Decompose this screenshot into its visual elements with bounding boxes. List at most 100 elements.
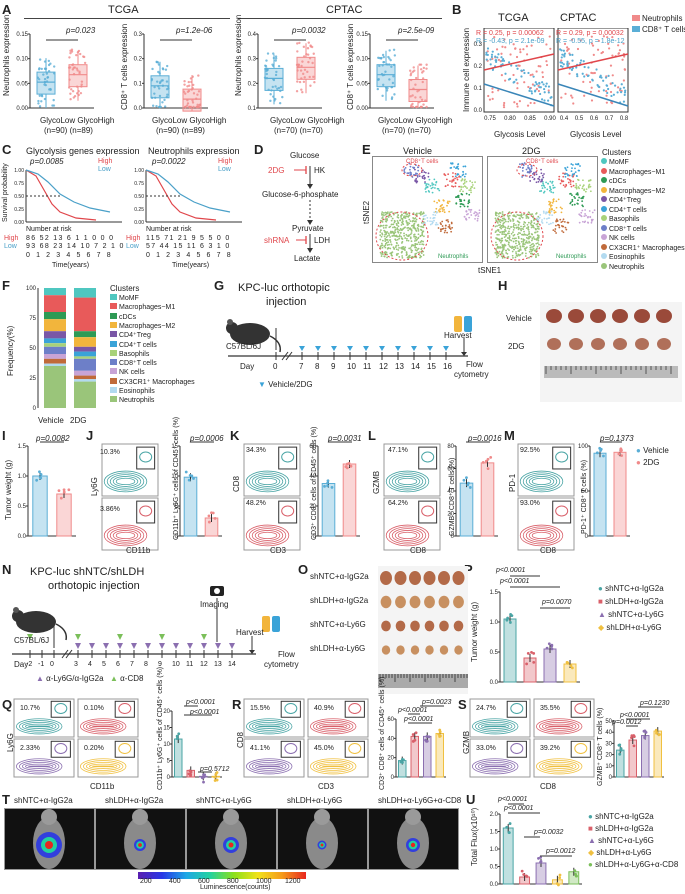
e-point-cluster bbox=[549, 201, 552, 204]
e-point-cluster bbox=[542, 182, 545, 185]
panel-label-n: N bbox=[2, 562, 12, 577]
e-point-cluster bbox=[464, 185, 467, 188]
e-point-neutrophil bbox=[497, 254, 500, 257]
e-point-neutrophil bbox=[414, 213, 417, 216]
e-point-cluster bbox=[558, 226, 561, 229]
b-point-cd8 bbox=[523, 71, 526, 75]
e-legend-item: CX3CR1⁺ Macrophages bbox=[601, 243, 685, 252]
h-tumor bbox=[612, 309, 628, 323]
e-point-cluster bbox=[439, 205, 442, 208]
e-point-neutrophil bbox=[502, 222, 505, 225]
a-point bbox=[301, 91, 304, 94]
f-segment bbox=[44, 295, 66, 312]
a-point bbox=[422, 103, 425, 106]
b-xtick-1-4: 0.8 bbox=[620, 116, 629, 120]
e-point-neutrophil bbox=[408, 218, 411, 221]
p-ytick-0: 0.0 bbox=[490, 680, 499, 686]
e-point-cluster bbox=[578, 221, 581, 224]
e-point-cluster bbox=[435, 180, 438, 183]
b-point-neu bbox=[611, 74, 614, 77]
e-point-cluster bbox=[441, 210, 444, 213]
b-point-neu bbox=[497, 89, 500, 92]
g-day: Day bbox=[240, 362, 255, 371]
e-point-cluster bbox=[562, 218, 565, 221]
k-flow-1-gate bbox=[278, 446, 298, 470]
e-point-neutrophil bbox=[534, 253, 537, 256]
e-point-neutrophil bbox=[520, 229, 523, 232]
e-2dg-title: 2DG bbox=[522, 146, 541, 156]
e-point-neutrophil bbox=[503, 236, 506, 239]
e-point-neutrophil bbox=[396, 219, 399, 222]
f-legend-swatch bbox=[110, 321, 117, 328]
e-point-cluster bbox=[427, 175, 430, 178]
b-point-neu bbox=[602, 35, 606, 38]
b-point-neu bbox=[601, 50, 604, 54]
e-point-neutrophil bbox=[419, 243, 421, 246]
e-point-neutrophil bbox=[401, 237, 403, 240]
e-point-neutrophil bbox=[409, 236, 412, 239]
m-ylabel: PD-1 bbox=[508, 473, 517, 492]
e-point-cluster bbox=[464, 165, 467, 168]
a-point bbox=[377, 78, 380, 82]
e-point-cluster bbox=[562, 225, 565, 228]
s-p2: p<0.0001 bbox=[620, 712, 650, 719]
a-point bbox=[184, 105, 187, 109]
b-fit-cd8-1 bbox=[557, 83, 629, 107]
e-point-cluster bbox=[577, 199, 579, 202]
c-risk-2: Number at risk bbox=[146, 226, 192, 233]
e-point-cluster bbox=[432, 213, 435, 216]
panel-label-b: B bbox=[452, 2, 462, 17]
d-lactate: Lactate bbox=[294, 254, 321, 263]
e-point-neutrophil bbox=[532, 247, 535, 250]
b-point-cd8 bbox=[605, 84, 609, 87]
e-point-cluster bbox=[587, 215, 589, 218]
f-legend-label: CD8⁺T cells bbox=[119, 360, 157, 368]
a-point bbox=[421, 80, 424, 84]
e-point-neutrophil bbox=[379, 231, 382, 233]
panel-label-t: T bbox=[2, 792, 10, 807]
e-point-neutrophil bbox=[520, 225, 522, 228]
e-point-cluster bbox=[552, 229, 555, 232]
e-point-neutrophil bbox=[509, 246, 512, 249]
b-point-neu bbox=[579, 39, 582, 42]
e-point-cluster bbox=[541, 187, 544, 190]
e-point-cluster bbox=[439, 208, 441, 210]
e-point-cluster bbox=[540, 190, 543, 192]
j-point bbox=[207, 514, 211, 518]
e-point-cluster bbox=[573, 203, 576, 206]
a-point bbox=[161, 101, 164, 104]
e-point-cluster bbox=[575, 182, 578, 185]
b-fit-cd8-0 bbox=[483, 83, 555, 107]
e-point-neutrophil bbox=[532, 236, 535, 238]
a-point bbox=[38, 94, 41, 97]
m-legend-dot-2: ● bbox=[636, 458, 641, 467]
b-point-cd8 bbox=[520, 69, 523, 72]
o-tumor bbox=[438, 595, 450, 609]
a-ylabel-2: CD8⁺ T cells expression bbox=[120, 23, 129, 110]
e-point-cluster bbox=[571, 200, 574, 203]
r-p2: p<0.0001 bbox=[404, 716, 434, 723]
m-point bbox=[619, 447, 623, 451]
e-cd8-label-2: CD8⁺T cells bbox=[526, 159, 559, 165]
b-point-cd8 bbox=[496, 56, 499, 59]
e-point-neutrophil bbox=[415, 213, 418, 216]
e-point-neutrophil bbox=[420, 229, 423, 232]
j-pct-2: 3.86% bbox=[100, 506, 120, 513]
e-point-cluster bbox=[562, 172, 564, 175]
e-point-neutrophil bbox=[513, 222, 515, 225]
e-point-cluster bbox=[468, 216, 471, 219]
e-point-neutrophil bbox=[535, 242, 538, 245]
e-point-neutrophil bbox=[381, 239, 384, 242]
e-point-cluster bbox=[456, 176, 458, 179]
e-point-cluster bbox=[543, 212, 545, 214]
r-flow-1-gate-pop bbox=[348, 703, 362, 714]
e-point-cluster bbox=[584, 190, 587, 193]
a-point bbox=[79, 91, 83, 95]
b-xtick-0-1: 0.80 bbox=[504, 116, 516, 120]
n-antibody-marker bbox=[201, 643, 207, 649]
e-tsne1: tSNE1 bbox=[478, 266, 502, 275]
e-point-neutrophil bbox=[508, 249, 510, 252]
e-point-neutrophil bbox=[420, 211, 423, 213]
b-point-neu bbox=[513, 101, 516, 104]
